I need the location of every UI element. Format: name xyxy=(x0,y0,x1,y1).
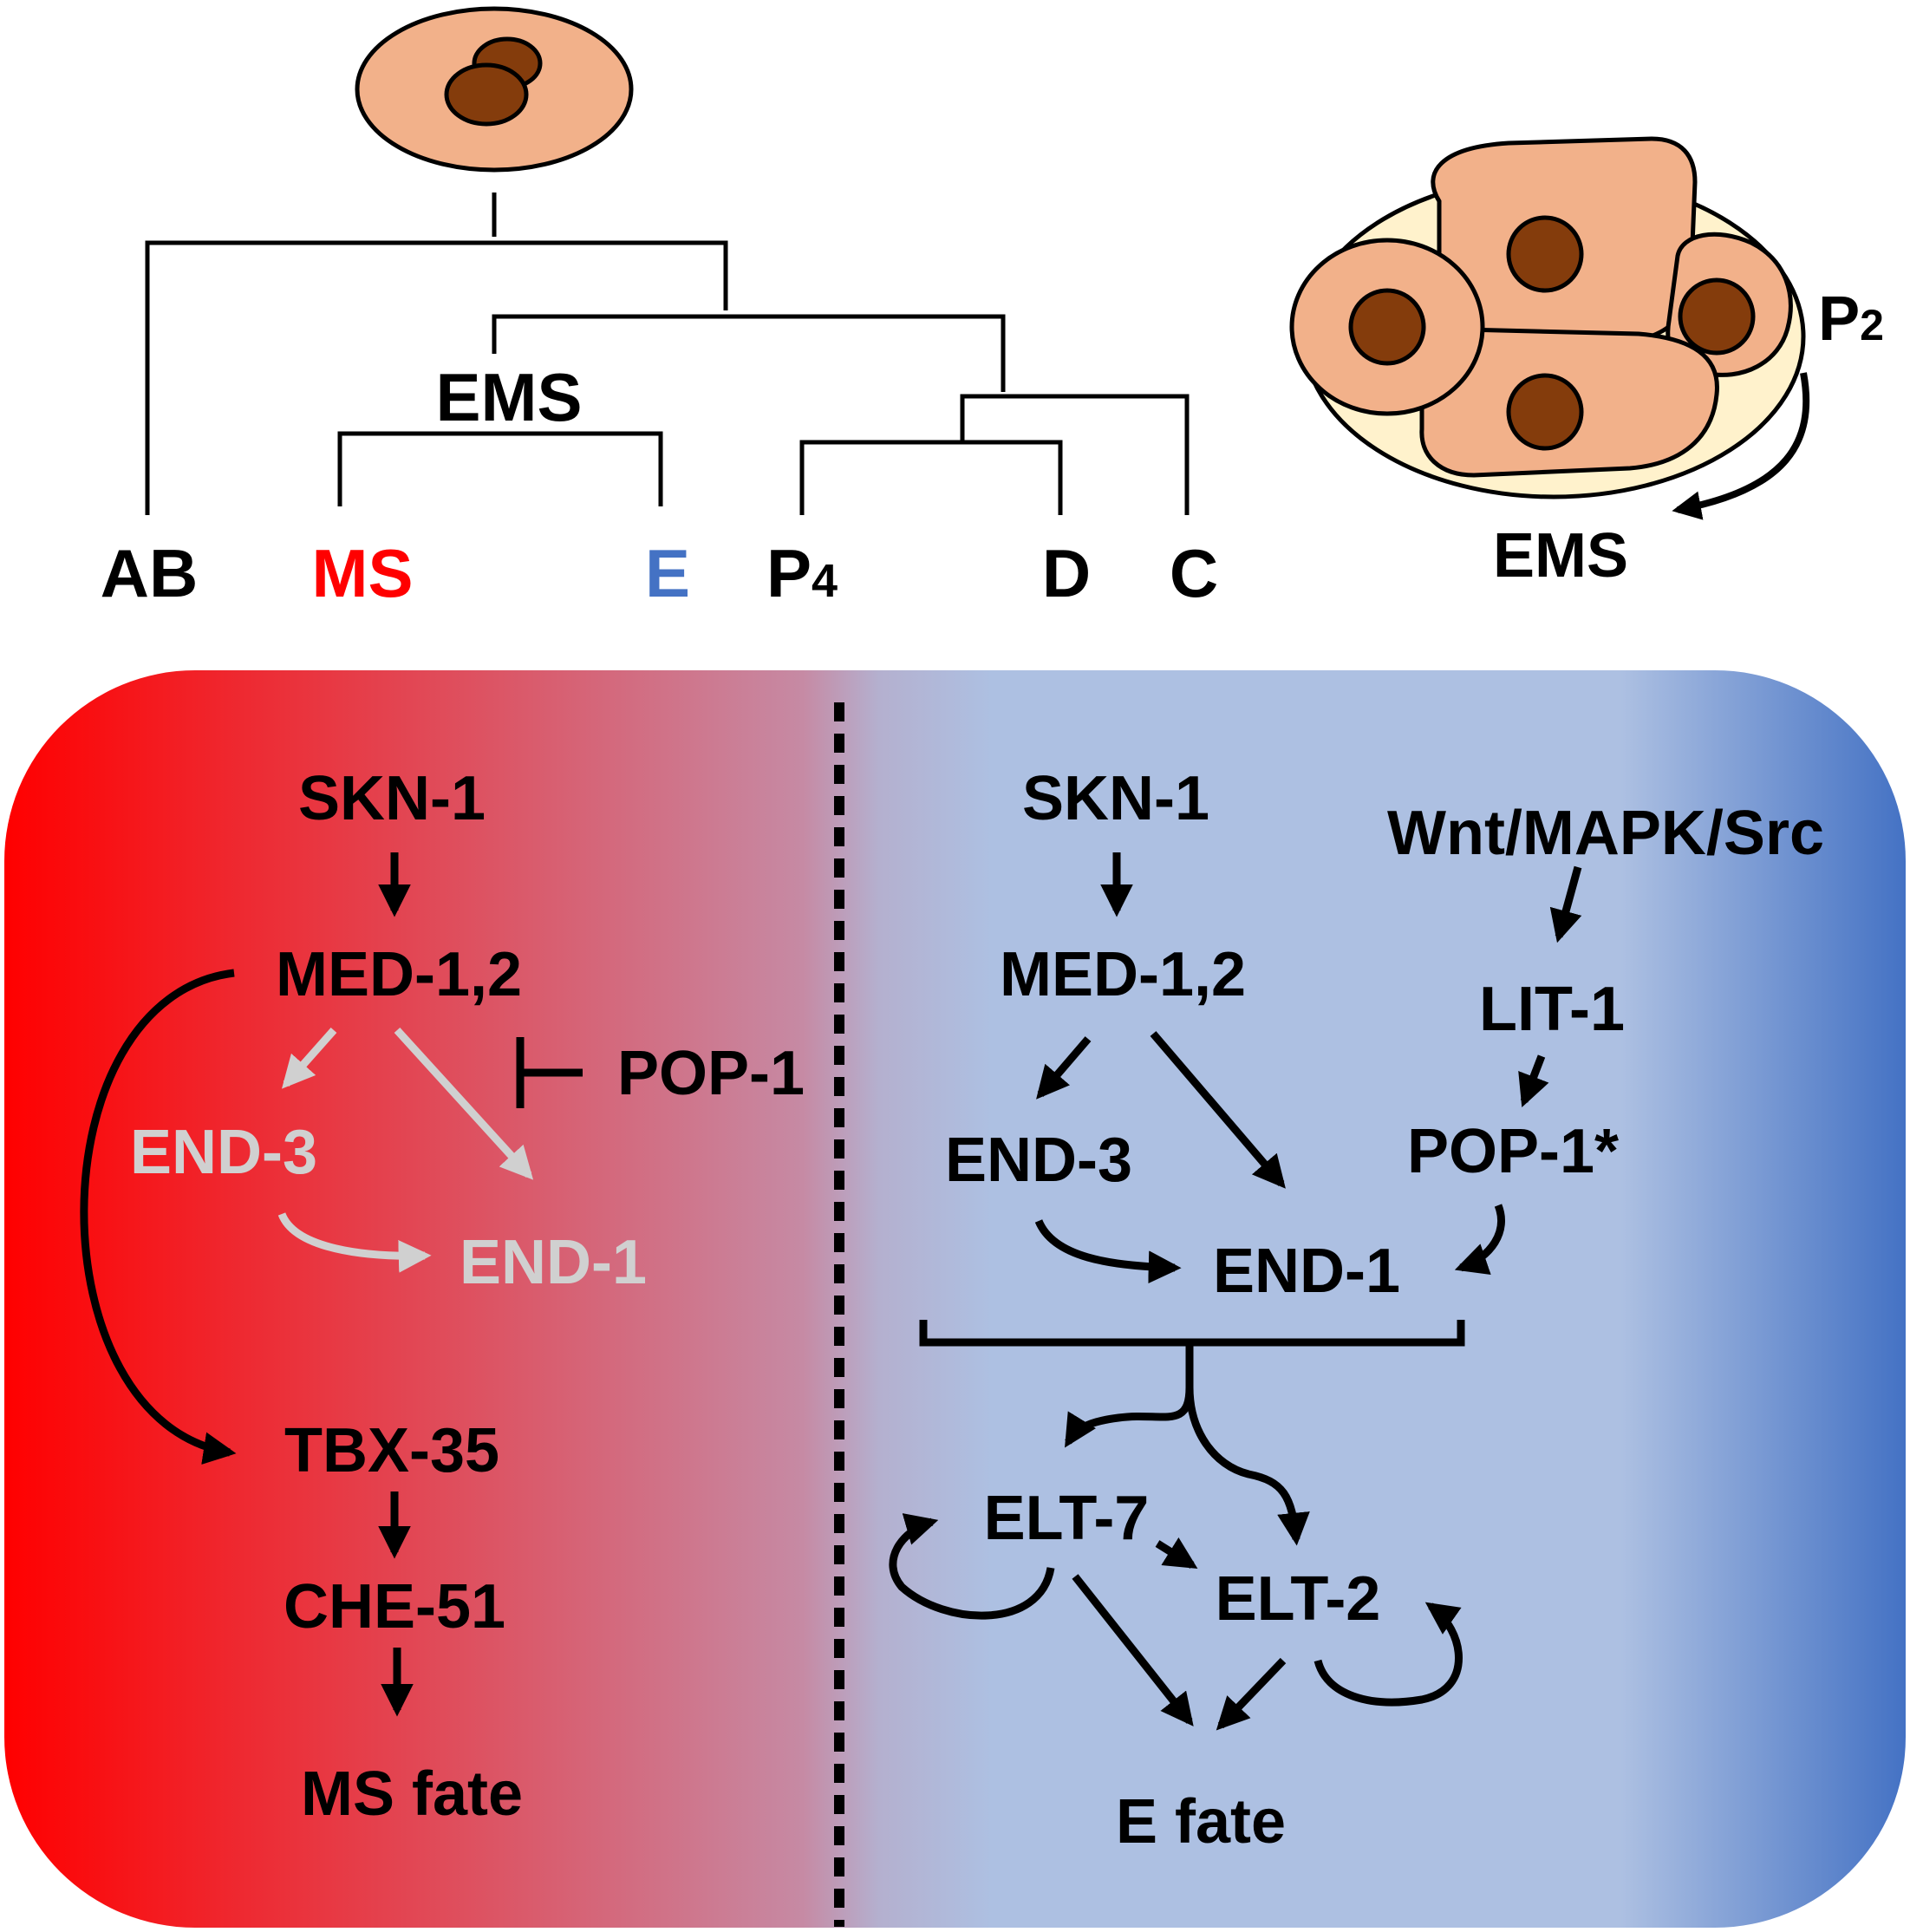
e-pop1-label: POP-1* xyxy=(1407,1117,1619,1186)
ms-end3-label: END-3 xyxy=(130,1118,317,1187)
e-lit1-label: LIT-1 xyxy=(1479,975,1625,1044)
embryo-labels: P2 EMS xyxy=(1493,284,1884,591)
e-wnt-label: Wnt/MAPK/Src xyxy=(1387,799,1824,868)
e-end1-label: END-1 xyxy=(1213,1237,1400,1306)
lineage-ms-label: MS xyxy=(312,535,414,611)
ms-pop1-label: POP-1 xyxy=(617,1039,805,1108)
e-arrows xyxy=(889,852,1582,1731)
embryo-p2-label: P2 xyxy=(1818,284,1884,354)
e-elt2-label: ELT-2 xyxy=(1216,1564,1381,1634)
ms-skn1-label: SKN-1 xyxy=(298,764,486,833)
lineage-ab-label: AB xyxy=(101,535,199,611)
e-end3-label: END-3 xyxy=(945,1126,1132,1195)
four-cell-embryo-icon xyxy=(1289,136,1810,520)
lineage-c-label: C xyxy=(1170,535,1218,611)
ms-pathway: SKN-1 MED-1,2 POP-1 END-3 END-1 TBX-35 C… xyxy=(130,764,805,1829)
e-pathway: SKN-1 Wnt/MAPK/Src MED-1,2 LIT-1 END-3 P… xyxy=(945,764,1824,1857)
ms-arrows xyxy=(80,852,583,1717)
ms-tbx35-label: TBX-35 xyxy=(284,1416,499,1485)
e-med-label: MED-1,2 xyxy=(1000,940,1246,1009)
arrowhead-icon xyxy=(1672,372,1810,520)
zygote-icon xyxy=(355,6,634,173)
e-skn1-label: SKN-1 xyxy=(1022,764,1209,833)
p4-main: P xyxy=(766,535,812,611)
lineage-labels: EMS AB MS E P4 D C xyxy=(101,359,1219,611)
ms-med-label: MED-1,2 xyxy=(276,940,522,1009)
lineage-d-label: D xyxy=(1042,535,1091,611)
lineage-ems-label: EMS xyxy=(435,359,582,435)
e-fate-label: E fate xyxy=(1116,1787,1286,1857)
ms-end1-label: END-1 xyxy=(460,1228,647,1297)
e-elt7-label: ELT-7 xyxy=(984,1484,1150,1553)
ms-fate-label: MS fate xyxy=(301,1759,523,1829)
p4-sub: 4 xyxy=(812,555,838,607)
inhibition-bar-icon xyxy=(516,1037,583,1108)
lineage-p4-label: P4 xyxy=(766,535,838,611)
lineage-e-label: E xyxy=(645,535,690,611)
p2-sub: 2 xyxy=(1860,301,1884,349)
p2-main: P xyxy=(1818,284,1860,354)
ms-che51-label: CHE-51 xyxy=(284,1572,505,1642)
lineage-tree xyxy=(145,193,1190,515)
embryo-ems-label: EMS xyxy=(1493,521,1628,591)
